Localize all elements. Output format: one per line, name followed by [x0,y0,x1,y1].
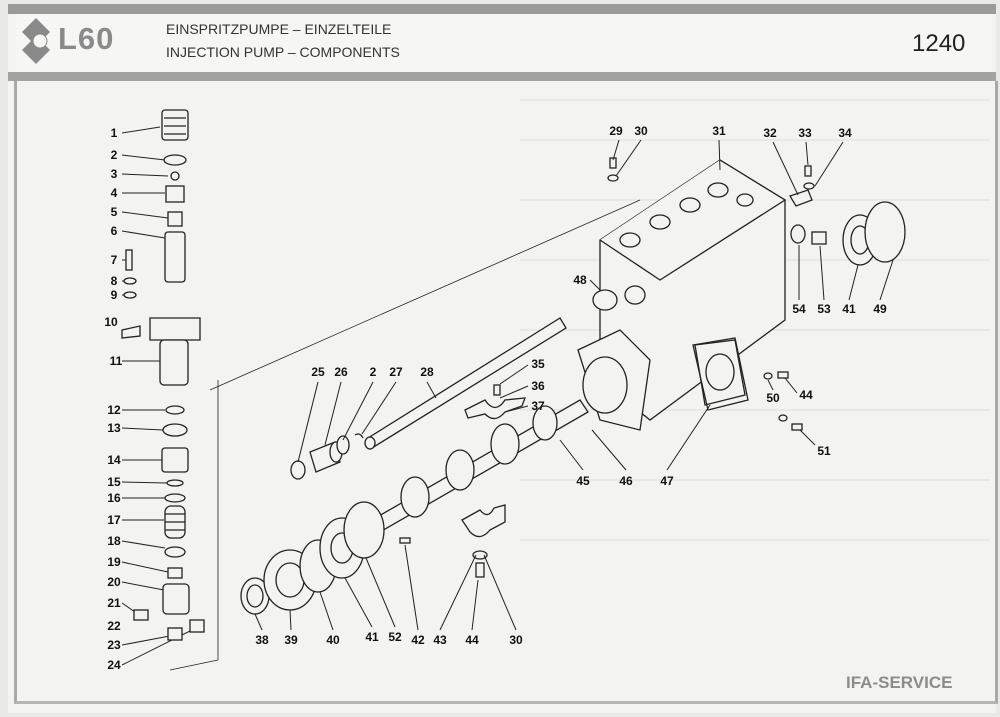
callout-33: 33 [798,126,812,140]
top-band [8,4,996,14]
callout-48: 48 [573,273,587,287]
callout-32: 32 [763,126,777,140]
bearing-cap-35-37 [464,384,526,420]
callout-41-top: 41 [842,302,856,316]
gasket-47 [692,337,749,411]
diagram-frame [14,81,998,704]
callout-19: 19 [107,555,121,569]
callout-54: 54 [792,302,806,316]
camshaft [370,399,589,534]
callout-28: 28 [420,365,434,379]
callout-50: 50 [766,391,780,405]
leader-lines-right [254,139,894,631]
callout-30-bottom: 30 [509,633,523,647]
callout-14: 14 [107,453,121,467]
pump-element-stack [121,109,205,641]
callout-36: 36 [531,379,545,393]
callout-4: 4 [110,186,118,200]
callout-41-bottom: 41 [365,630,379,644]
callout-23: 23 [107,638,121,652]
bearing-cap-43-44 [461,504,506,578]
callout-10: 10 [104,315,118,329]
callout-44-bottom: 44 [465,633,479,647]
callout-46: 46 [619,474,633,488]
header-divider [8,72,996,81]
callout-26: 26 [334,365,348,379]
callout-39: 39 [284,633,298,647]
callout-27: 27 [389,365,403,379]
small-parts-25-27 [290,433,364,480]
callout-42: 42 [411,633,425,647]
callout-21: 21 [107,596,121,610]
callout-31: 31 [712,124,726,138]
bearing-seals-38-42 [240,501,411,615]
title-german: EINSPRITZPUMPE – EINZELTEILE [166,21,392,37]
callout-22: 22 [107,619,121,633]
callout-2-mid: 2 [369,365,377,379]
callout-53: 53 [817,302,831,316]
callout-29: 29 [609,124,623,138]
footer-brand: IFA-SERVICE [846,673,953,692]
callout-12: 12 [107,403,121,417]
bleed-through-table [520,99,990,541]
title-english: INJECTION PUMP – COMPONENTS [166,44,400,60]
assembly-axis-lines [169,199,641,671]
header [16,14,992,72]
callout-16: 16 [107,491,121,505]
callout-11: 11 [109,354,123,368]
callout-8: 8 [110,274,118,288]
callout-35: 35 [531,357,545,371]
callout-17: 17 [107,513,121,527]
callout-15: 15 [107,475,121,489]
callout-43: 43 [433,633,447,647]
callout-24: 24 [107,658,121,672]
callout-52: 52 [388,630,402,644]
callout-1: 1 [110,126,118,140]
callout-3: 3 [110,167,118,181]
callout-44-right: 44 [799,388,813,402]
callout-2: 2 [110,148,118,162]
callout-13: 13 [107,421,121,435]
callout-51: 51 [817,444,831,458]
page-number: 1240 [912,30,966,57]
callout-47: 47 [660,474,674,488]
callout-34: 34 [838,126,852,140]
callout-6: 6 [110,224,118,238]
callout-9: 9 [110,288,118,302]
callout-7: 7 [110,253,118,267]
control-rack [364,317,567,450]
callout-5: 5 [110,205,118,219]
drive-end-parts [607,157,906,431]
pump-housing [577,159,787,431]
callout-25: 25 [311,365,325,379]
callout-37: 37 [531,399,545,413]
callout-18: 18 [107,534,121,548]
callout-49: 49 [873,302,887,316]
callout-38: 38 [255,633,269,647]
callout-20: 20 [107,575,121,589]
logo-text: L60 [58,21,115,56]
callout-40: 40 [326,633,340,647]
callout-45: 45 [576,474,590,488]
ifa-logo [22,18,50,64]
callout-30: 30 [634,124,648,138]
